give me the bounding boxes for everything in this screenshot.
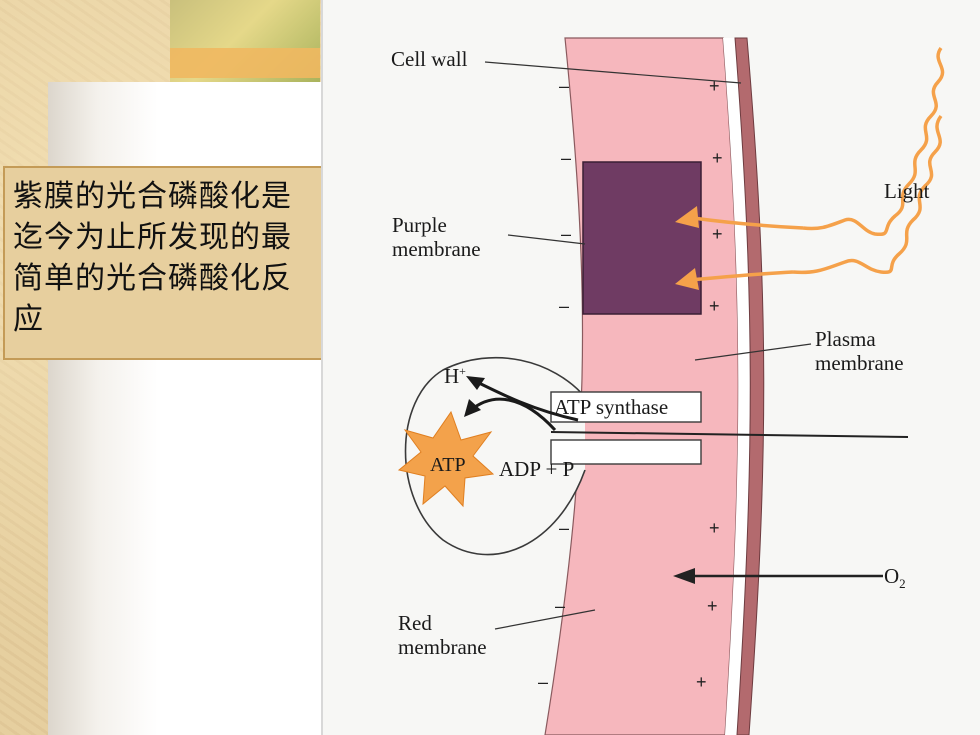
light-wave-1 <box>802 46 945 237</box>
atp-synthase-label: ATP synthase <box>554 395 669 419</box>
figure-panel: Cell wall Light Purple membrane Plasma m… <box>321 0 980 735</box>
adp-p-label: ADP + P <box>499 457 575 481</box>
atp-label: ATP <box>430 454 466 476</box>
purple-label-line1: Purple <box>392 213 447 237</box>
cell-wall-label: Cell wall <box>391 47 468 71</box>
caption-box: 紫膜的光合磷酸化是迄今为止所发现的最简单的光合磷酸化反应 <box>3 166 325 360</box>
atp-burst <box>397 410 495 508</box>
caption-text: 紫膜的光合磷酸化是迄今为止所发现的最简单的光合磷酸化反应 <box>13 179 292 337</box>
purple-membrane-patch <box>582 161 702 315</box>
plus-sign: + <box>707 596 718 616</box>
purple-leader <box>507 234 586 245</box>
membrane-diagram <box>397 37 945 735</box>
plasma-label-line1: Plasma <box>815 327 876 351</box>
minus-sign: – <box>555 596 566 616</box>
red-label-line1: Red <box>398 611 432 635</box>
minus-sign: – <box>561 148 572 168</box>
red-label-line2: membrane <box>398 635 487 659</box>
minus-sign: – <box>559 518 570 538</box>
light-wave-2 <box>792 114 943 275</box>
o2-label: O2 <box>884 564 906 592</box>
light-label: Light <box>884 179 930 203</box>
atp-curve-arrow <box>470 397 557 432</box>
plasma-label-line2: membrane <box>815 351 904 375</box>
cell-wall <box>734 37 765 735</box>
red-leader <box>494 609 596 630</box>
minus-sign: – <box>561 224 572 244</box>
minus-sign: – <box>538 672 549 692</box>
plus-sign: + <box>709 76 720 96</box>
periplasm-strip <box>723 38 751 735</box>
purple-label-line2: membrane <box>392 237 481 261</box>
h-plus-label: H+ <box>444 364 466 388</box>
plus-sign: + <box>709 518 720 538</box>
decorative-leaf-image <box>170 0 320 82</box>
minus-sign: – <box>559 76 570 96</box>
cell-wall-leader <box>484 61 742 84</box>
plasma-leader <box>694 343 812 361</box>
atp-synthase-channel <box>550 391 702 423</box>
plus-sign: + <box>709 296 720 316</box>
minus-sign: – <box>559 296 570 316</box>
plus-sign: + <box>712 148 723 168</box>
plus-sign: + <box>712 224 723 244</box>
plasma-line <box>550 431 909 438</box>
plus-sign: + <box>696 672 707 692</box>
